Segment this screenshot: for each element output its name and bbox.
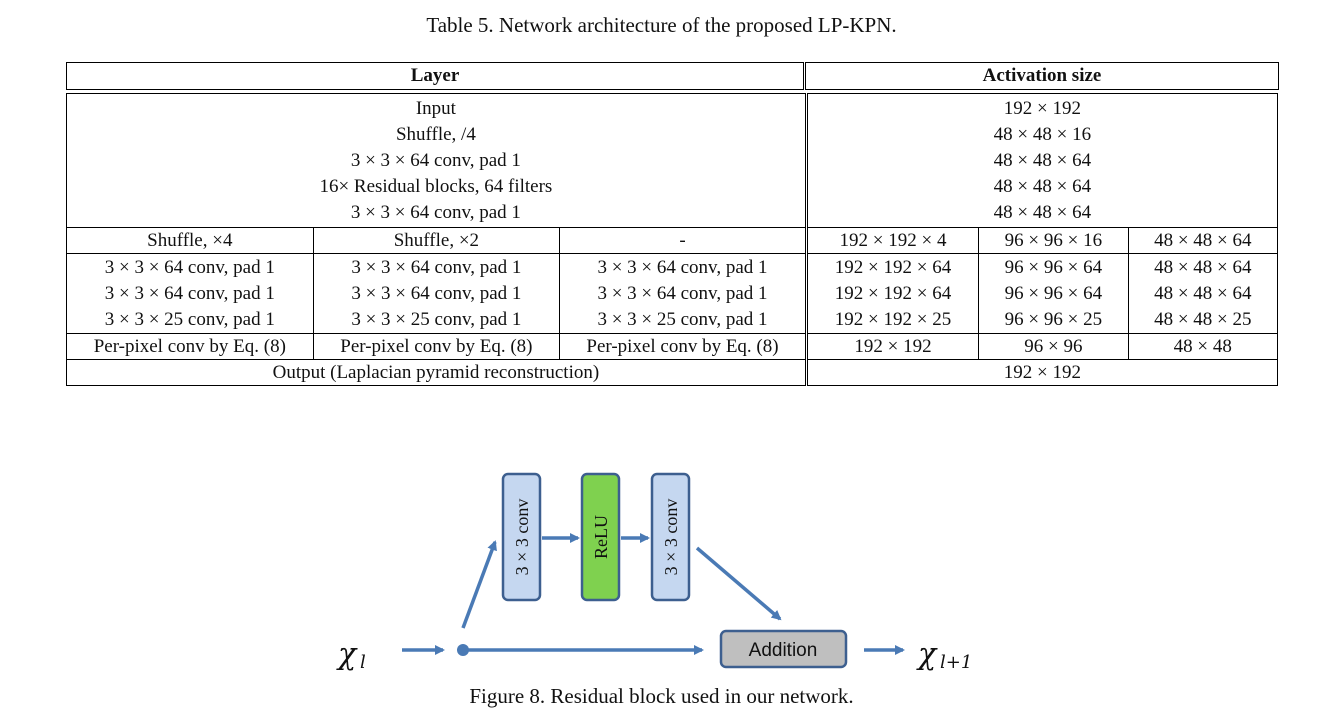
table-row: 3 × 3 × 64 conv, pad 1 3 × 3 × 64 conv, … [66, 253, 1279, 334]
output-var-subscript: l+1 [940, 652, 972, 673]
activation-cell: 96 × 96 [978, 333, 1129, 360]
cell-line: 3 × 3 × 64 conv, pad 1 [351, 257, 522, 278]
table-caption: Table 5. Network architecture of the pro… [426, 13, 897, 37]
layer-cell: - [559, 227, 808, 254]
cell-line: 3 × 3 × 25 conv, pad 1 [104, 309, 275, 330]
arrow-to-conv1 [461, 540, 497, 629]
activation-cell: 48 × 48 × 64 [993, 150, 1092, 171]
layer-cell: Per-pixel conv by Eq. (8) [66, 333, 314, 360]
activation-cell: 192 × 192 × 4 [805, 227, 980, 254]
layer-cell: Output (Laplacian pyramid reconstruction… [66, 359, 808, 386]
cell-line: 96 × 96 × 64 [1004, 283, 1103, 304]
cell-line: 3 × 3 × 64 conv, pad 1 [104, 283, 275, 304]
conv-block-2: 3 × 3 conv [650, 472, 691, 602]
table-body: Input Shuffle, /4 3 × 3 × 64 conv, pad 1… [66, 93, 1279, 386]
cell-line: 48 × 48 × 64 [1154, 257, 1252, 278]
cell-line: 48 × 48 × 25 [1154, 309, 1252, 330]
addition-block: Addition [719, 629, 848, 669]
relu-block: ReLU [580, 472, 621, 602]
activation-cell: 96 × 96 × 16 [978, 227, 1129, 254]
cell-line: 3 × 3 × 25 conv, pad 1 [597, 309, 768, 330]
relu-block-box [580, 472, 621, 602]
input-var-symbol: χ [336, 637, 358, 672]
activation-cell: 192 × 192 [805, 333, 980, 360]
activation-cell: 192 × 192 × 64 192 × 192 × 64 192 × 192 … [805, 253, 980, 334]
conv-block-2-label: 3 × 3 conv [661, 499, 681, 576]
table-row: Output (Laplacian pyramid reconstruction… [66, 359, 1279, 386]
output-variable: χ l+1 [916, 637, 972, 673]
layer-cell: 16× Residual blocks, 64 filters [319, 176, 553, 197]
layer-cell: 3 × 3 × 64 conv, pad 1 3 × 3 × 64 conv, … [312, 253, 561, 334]
activation-cell: 48 × 48 × 64 [993, 176, 1092, 197]
activation-cell: 48 × 48 × 64 [993, 202, 1092, 223]
conv-block-1-box [501, 472, 542, 602]
trunk-block: Input Shuffle, /4 3 × 3 × 64 conv, pad 1… [66, 93, 1279, 228]
cell-line: 192 × 192 × 64 [834, 283, 952, 304]
trunk-activations: 192 × 192 48 × 48 × 16 48 × 48 × 64 48 ×… [805, 93, 1279, 228]
header-activation: Activation size [804, 62, 1279, 90]
cell-line: 3 × 3 × 64 conv, pad 1 [351, 283, 522, 304]
activation-cell: 192 × 192 [1003, 98, 1081, 119]
table-row: Shuffle, ×4 Shuffle, ×2 - 192 × 192 × 4 … [66, 227, 1279, 254]
relu-block-label: ReLU [591, 515, 611, 559]
cell-line: 3 × 3 × 25 conv, pad 1 [351, 309, 522, 330]
input-variable: χ l [336, 637, 366, 673]
activation-cell: 48 × 48 × 64 [1127, 227, 1279, 254]
layer-cell: Per-pixel conv by Eq. (8) [312, 333, 561, 360]
layer-cell: Shuffle, ×2 [312, 227, 561, 254]
trunk-layers: Input Shuffle, /4 3 × 3 × 64 conv, pad 1… [66, 93, 808, 228]
input-var-subscript: l [360, 652, 366, 673]
activation-cell: 192 × 192 [805, 359, 1279, 386]
cell-line: 3 × 3 × 64 conv, pad 1 [104, 257, 275, 278]
activation-cell: 48 × 48 [1127, 333, 1279, 360]
arrow-conv2-add [695, 546, 782, 621]
table-row: Per-pixel conv by Eq. (8) Per-pixel conv… [66, 333, 1279, 360]
layer-cell: Per-pixel conv by Eq. (8) [559, 333, 808, 360]
activation-cell: 96 × 96 × 64 96 × 96 × 64 96 × 96 × 25 [978, 253, 1129, 334]
layer-cell: 3 × 3 × 64 conv, pad 1 [350, 150, 521, 171]
conv-block-2-box [650, 472, 691, 602]
addition-block-label: Addition [749, 640, 818, 661]
cell-line: 3 × 3 × 64 conv, pad 1 [597, 283, 768, 304]
figure-caption: Figure 8. Residual block used in our net… [469, 684, 854, 708]
cell-line: 96 × 96 × 25 [1004, 309, 1103, 330]
header-row: Layer Activation size [66, 62, 1279, 90]
addition-block-box [719, 629, 848, 669]
conv-block-1-label: 3 × 3 conv [512, 499, 532, 576]
layer-cell: 3 × 3 × 64 conv, pad 1 [350, 202, 521, 223]
cell-line: 192 × 192 × 64 [834, 257, 952, 278]
layer-cell: Shuffle, ×4 [66, 227, 314, 254]
cell-line: 48 × 48 × 64 [1154, 283, 1252, 304]
table-header: Layer Activation size [66, 62, 1279, 90]
cell-line: 192 × 192 × 25 [834, 309, 952, 330]
output-var-symbol: χ [916, 637, 938, 672]
cell-line: 3 × 3 × 64 conv, pad 1 [597, 257, 768, 278]
conv-block-1: 3 × 3 conv [501, 472, 542, 602]
split-node [457, 644, 469, 656]
activation-cell: 48 × 48 × 16 [993, 124, 1092, 145]
header-layer: Layer [66, 62, 806, 90]
layer-cell: 3 × 3 × 64 conv, pad 1 3 × 3 × 64 conv, … [66, 253, 314, 334]
activation-cell: 48 × 48 × 64 48 × 48 × 64 48 × 48 × 25 [1127, 253, 1279, 334]
layer-cell: 3 × 3 × 64 conv, pad 1 3 × 3 × 64 conv, … [559, 253, 808, 334]
diagram-arrows [402, 533, 905, 655]
layer-cell: Shuffle, /4 [395, 124, 476, 145]
layer-cell: Input [415, 98, 456, 119]
cell-line: 96 × 96 × 64 [1004, 257, 1103, 278]
